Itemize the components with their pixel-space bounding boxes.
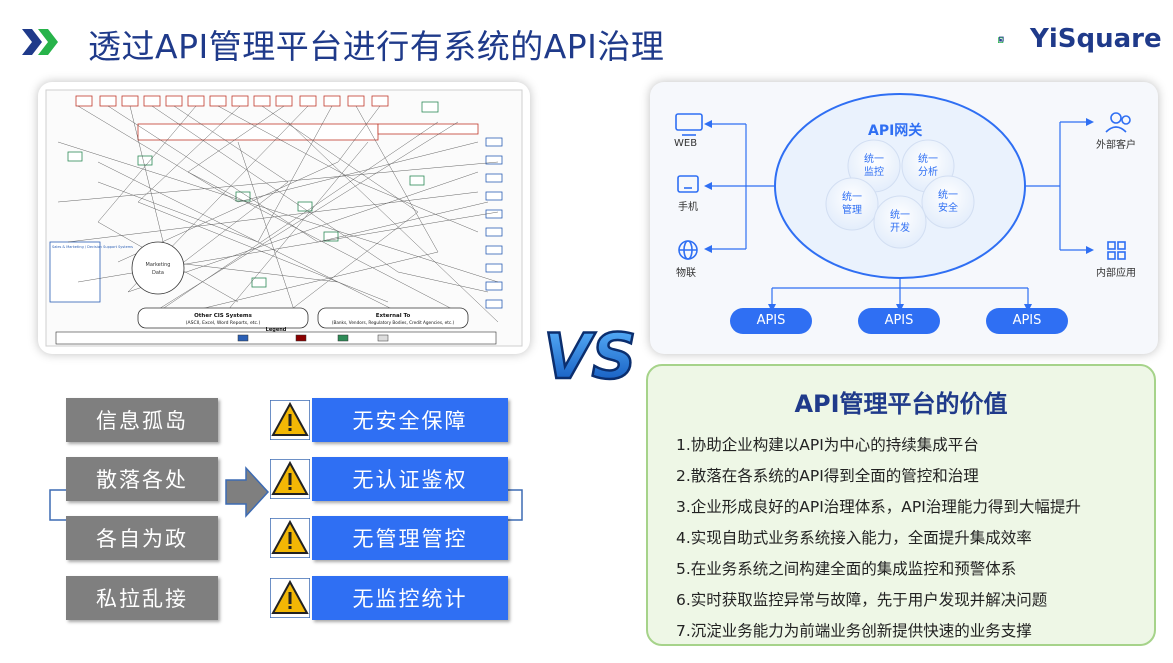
bubble-management: 统一 管理 xyxy=(842,192,862,216)
external-label: External To xyxy=(376,313,411,319)
problem-scattered: 散落各处 xyxy=(66,457,218,501)
consequence-no-auth: 无认证鉴权 xyxy=(312,457,508,501)
page-title: 透过API管理平台进行有系统的API治理 xyxy=(88,27,665,66)
value-item: 6.实时获取监控异常与故障，先于用户发现并解决问题 xyxy=(676,591,1048,609)
logo-text: YiSquare xyxy=(1030,24,1162,54)
legacy-architecture-diagram: Marketing Data Other CIS Systems (ASCII,… xyxy=(38,82,530,354)
mobile-icon xyxy=(677,175,699,193)
value-item: 2.散落在各系统的API得到全面的管控和治理 xyxy=(676,467,979,485)
consequence-no-security: 无安全保障 xyxy=(312,398,508,442)
consequence-no-monitoring: 无监控统计 xyxy=(312,576,508,620)
external-sub-label: (Banks, Vendors, Regulatory Bodies, Cred… xyxy=(332,320,455,325)
problem-info-silo: 信息孤岛 xyxy=(66,398,218,442)
gateway-title: API网关 xyxy=(868,123,923,139)
warning-icon xyxy=(270,459,310,499)
gateway-graphic xyxy=(675,93,1131,334)
consequence-no-management: 无管理管控 xyxy=(312,516,508,560)
value-item: 4.实现自助式业务系统接入能力，全面提升集成效率 xyxy=(676,529,1032,547)
spaghetti-architecture-diagram: Marketing Data Other CIS Systems (ASCII,… xyxy=(45,89,523,347)
monitor-icon xyxy=(675,113,703,131)
problem-flow-connector xyxy=(49,466,523,521)
bubble-security: 统一 安全 xyxy=(938,190,958,214)
other-cis-label: Other CIS Systems xyxy=(194,313,252,319)
client-internal-label: 内部应用 xyxy=(1096,268,1136,279)
svg-text:Data: Data xyxy=(152,270,164,276)
yisquare-logo-icon xyxy=(998,36,1004,43)
value-item: 7.沉淀业务能力为前端业务创新提供快速的业务支撑 xyxy=(676,622,1032,640)
client-external-label: 外部客户 xyxy=(1096,140,1136,151)
apis-pill-3: APIS xyxy=(1012,313,1042,328)
bubble-analysis: 统一 分析 xyxy=(918,154,938,178)
apps-grid-icon xyxy=(1107,241,1116,250)
client-web-label: WEB xyxy=(674,138,698,149)
problem-ad-hoc-connections: 私拉乱接 xyxy=(66,576,218,620)
warning-icon xyxy=(270,518,310,558)
legend-label: Legend xyxy=(266,327,287,333)
bubble-monitor: 统一 监控 xyxy=(864,154,884,178)
client-iot-label: 物联 xyxy=(676,268,696,279)
bubble-development: 统一 开发 xyxy=(890,210,910,234)
other-cis-sub-label: (ASCII, Excel, Word Reports, etc.) xyxy=(186,320,261,326)
problem-isolated-governance: 各自为政 xyxy=(66,516,218,560)
api-gateway-diagram: API网关 WEB 手机 物联 外部客户 内部应用 统一 监控 统一 分析 统一… xyxy=(650,82,1158,354)
sales-box-label: Sales & Marketing / Decision Support Sys… xyxy=(52,245,133,249)
value-title: API管理平台的价值 xyxy=(794,390,1008,418)
warning-icon xyxy=(270,400,310,440)
value-panel: API管理平台的价值 1.协助企业构建以API为中心的持续集成平台 2.散落在各… xyxy=(646,364,1156,646)
warning-icon xyxy=(270,578,310,618)
value-item: 1.协助企业构建以API为中心的持续集成平台 xyxy=(676,436,979,454)
value-item: 5.在业务系统之间构建全面的集成监控和预警体系 xyxy=(676,560,1017,578)
apis-pill-2: APIS xyxy=(884,313,914,328)
svg-text:Marketing: Marketing xyxy=(146,262,171,268)
chevron-right-icon xyxy=(22,29,58,55)
vs-text: VS xyxy=(544,320,637,393)
client-mobile-label: 手机 xyxy=(678,202,698,213)
value-item: 3.企业形成良好的API治理体系，API治理能力得到大幅提升 xyxy=(676,498,1081,516)
users-icon xyxy=(1110,112,1122,124)
vs-badge: VS xyxy=(542,319,637,395)
apis-pill-1: APIS xyxy=(756,313,786,328)
